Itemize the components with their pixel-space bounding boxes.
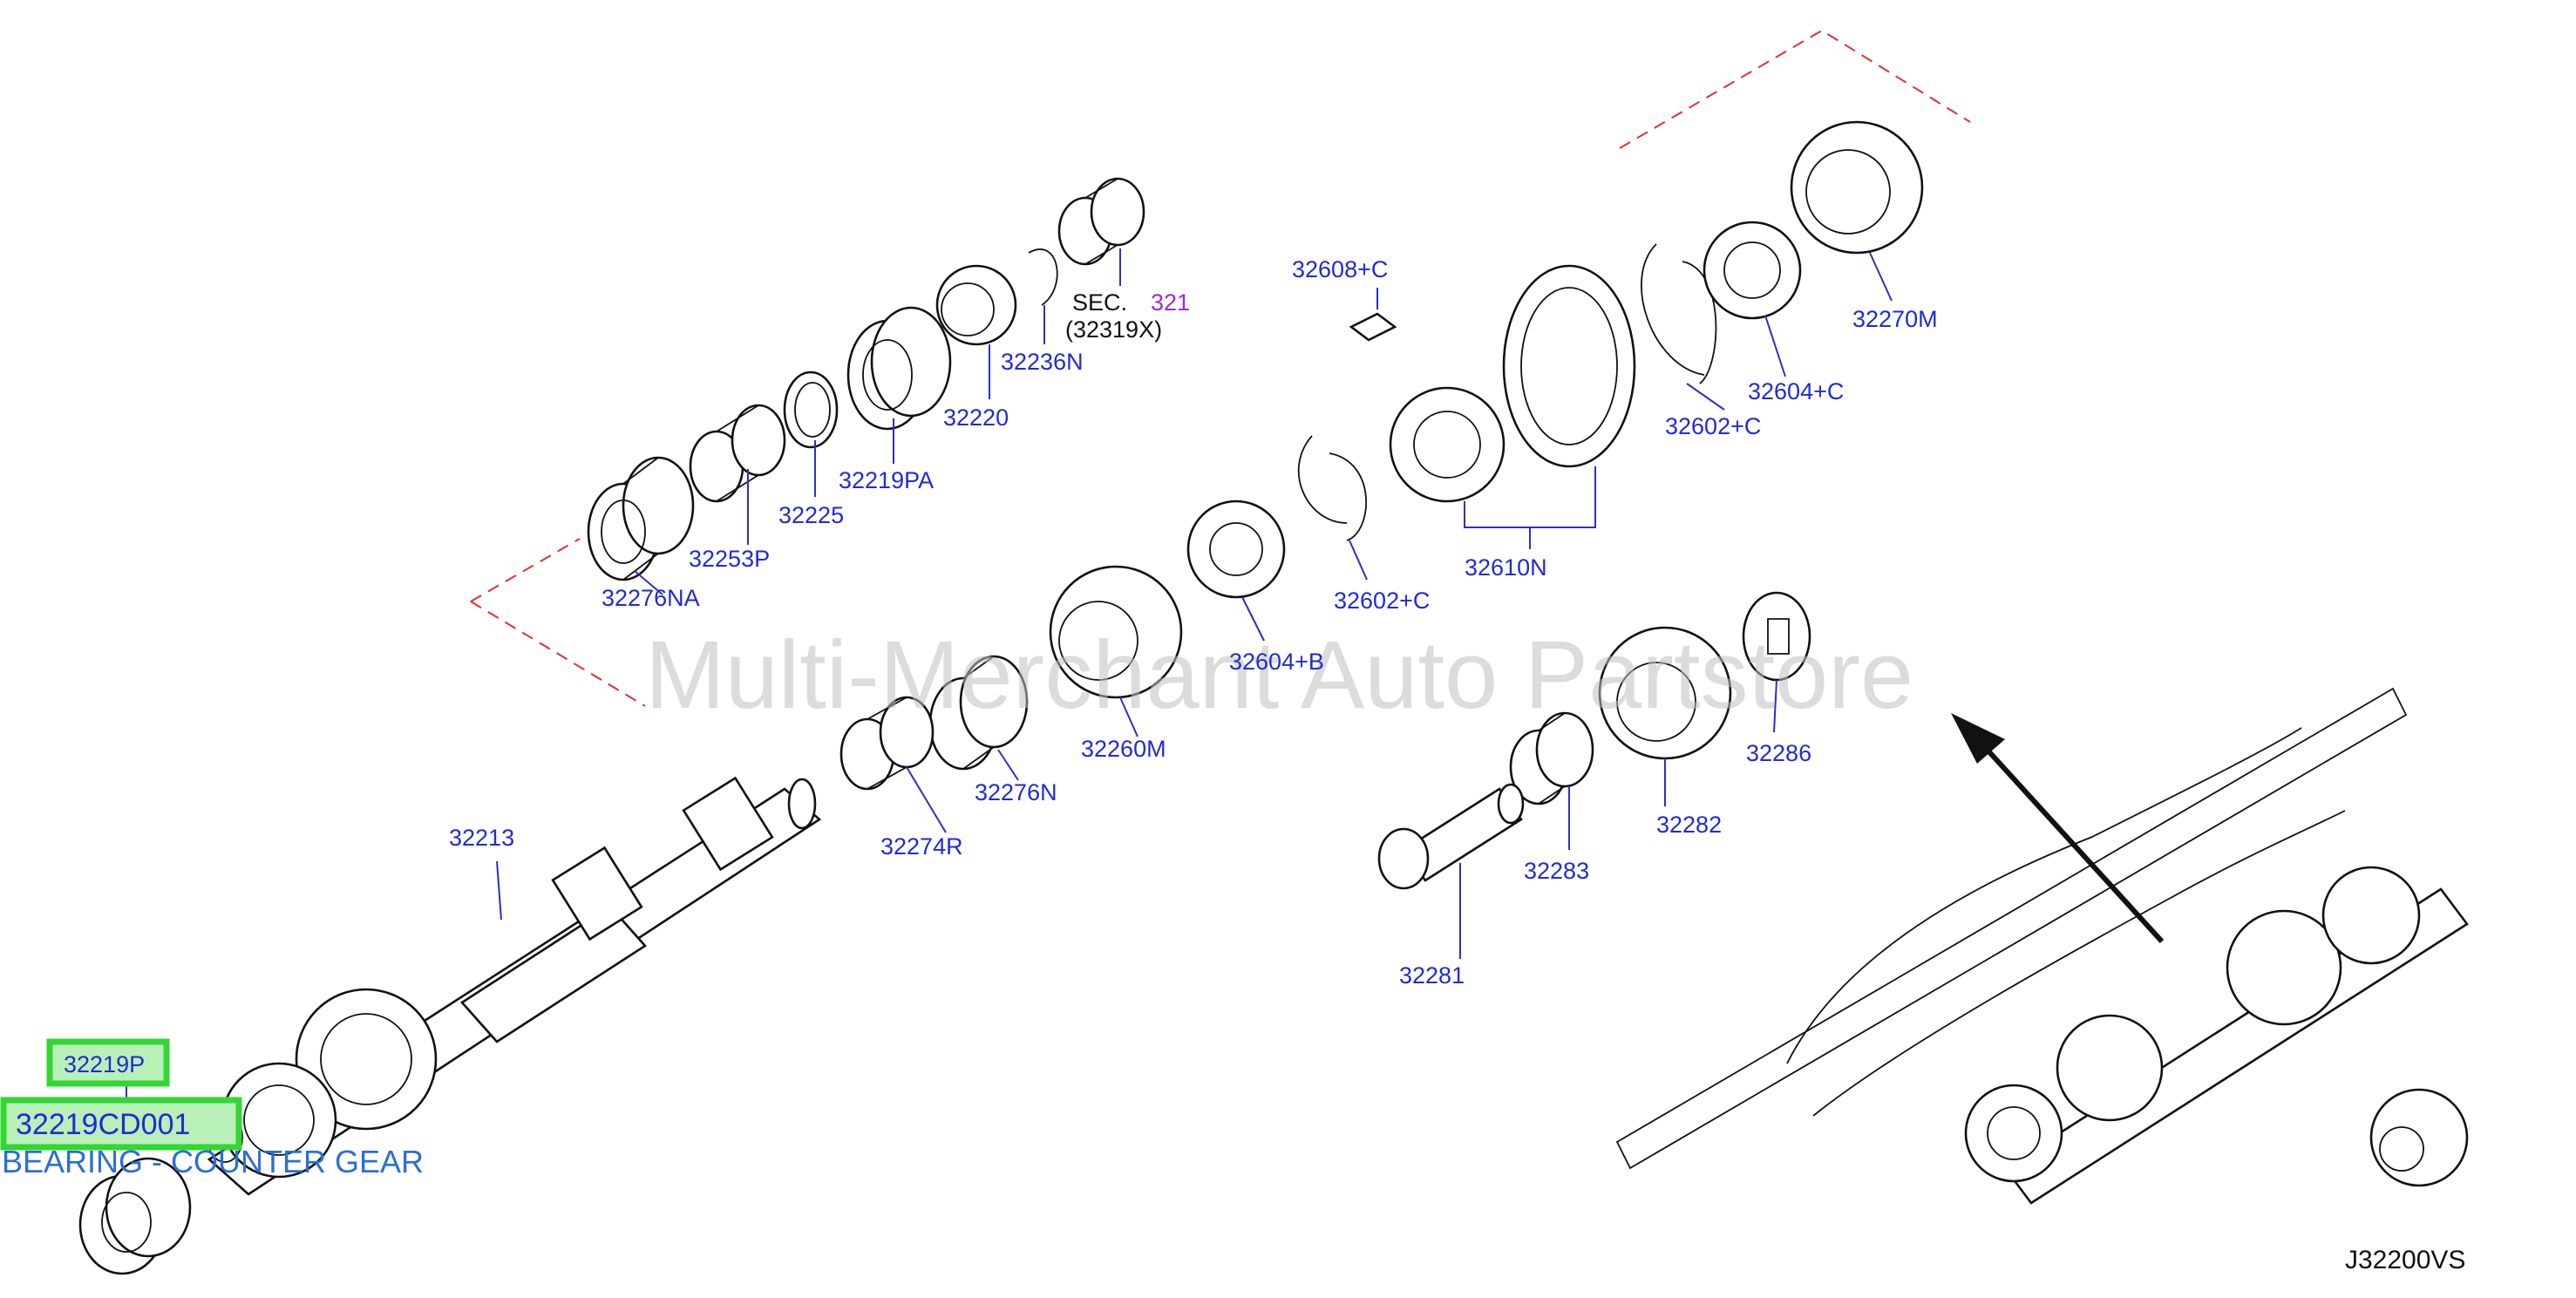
callout-32276na[interactable]: 32276NA: [602, 585, 700, 611]
callout-32604c[interactable]: 32604+C: [1748, 378, 1844, 404]
callout-32286[interactable]: 32286: [1746, 740, 1811, 766]
highlight-part-main[interactable]: 32219CD001: [16, 1108, 190, 1141]
gear-32220: [935, 264, 1017, 346]
dashed-group-outline-bottom: [470, 601, 646, 707]
section-ref-label: SEC.: [1072, 289, 1127, 316]
gear-32260m: [1049, 565, 1183, 699]
section-ref-number[interactable]: 321: [1151, 289, 1190, 316]
callout-32608c[interactable]: 32608+C: [1292, 256, 1388, 282]
main-shaft-32213: [207, 776, 822, 1196]
callout-32236n[interactable]: 32236N: [1001, 349, 1084, 375]
highlight-description: BEARING - COUNTER GEAR: [2, 1144, 424, 1179]
bushing-sec321: [1057, 177, 1145, 266]
needle-bearing-32276na: [587, 456, 695, 581]
direction-arrow: [1951, 713, 2165, 944]
snap-ring-32236n: [1028, 248, 1058, 306]
synchro-ring-32604b: [1186, 499, 1286, 599]
shaft-32281: [1377, 783, 1525, 890]
watermark-text: Multi-Merchant Auto Partstore: [645, 622, 1913, 729]
bearing-32219pa: [846, 306, 952, 431]
sleeve-32253p: [689, 404, 786, 503]
highlight-32219p[interactable]: 32219P: [46, 1038, 170, 1087]
callout-32282[interactable]: 32282: [1656, 812, 1722, 838]
callout-32253p[interactable]: 32253P: [689, 546, 770, 572]
callout-32281[interactable]: 32281: [1399, 962, 1465, 989]
callout-32225[interactable]: 32225: [778, 502, 844, 528]
bearing-counter-gear: [78, 1157, 192, 1275]
callout-32260m[interactable]: 32260M: [1081, 736, 1166, 762]
dashed-group-outline-left: [470, 538, 581, 602]
snap-ring-32602-lower: [1297, 435, 1368, 541]
callout-32213[interactable]: 32213: [449, 825, 514, 851]
highlight-32219cd001[interactable]: 32219CD001: [0, 1097, 242, 1151]
highlight-part-small[interactable]: 32219P: [64, 1051, 145, 1077]
callout-32276n[interactable]: 32276N: [975, 779, 1057, 805]
section-ref-sub: (32319X): [1065, 316, 1162, 343]
callout-32602c-upper[interactable]: 32602+C: [1665, 413, 1761, 439]
assembly-overview: [1615, 687, 2469, 1205]
callout-32604b[interactable]: 32604+B: [1229, 649, 1324, 675]
needle-bearing-32276n: [928, 655, 1029, 771]
sleeve-32274r: [839, 696, 935, 791]
callout-32219pa[interactable]: 32219PA: [839, 467, 934, 493]
snap-ring-32602-upper: [1641, 243, 1717, 384]
callout-32283[interactable]: 32283: [1524, 858, 1589, 884]
callout-32602c-lower[interactable]: 32602+C: [1334, 588, 1430, 614]
dashed-group-outline-top: [1619, 29, 1971, 149]
diagram-code: J32200VS: [2345, 1246, 2465, 1274]
gear-32270m: [1790, 120, 1924, 255]
needle-bearing-32283: [1509, 711, 1594, 805]
callout-32220[interactable]: 32220: [943, 404, 1009, 431]
synchro-ring-32604c: [1703, 221, 1802, 320]
callout-32274r[interactable]: 32274R: [880, 833, 963, 860]
synchro-hub-32610n: [1389, 264, 1636, 503]
key-32608: [1349, 312, 1397, 342]
callout-32610n[interactable]: 32610N: [1465, 554, 1547, 581]
gear-32282: [1598, 626, 1732, 760]
callout-32270m[interactable]: 32270M: [1852, 306, 1938, 332]
thrust-washer-32225: [783, 370, 839, 449]
